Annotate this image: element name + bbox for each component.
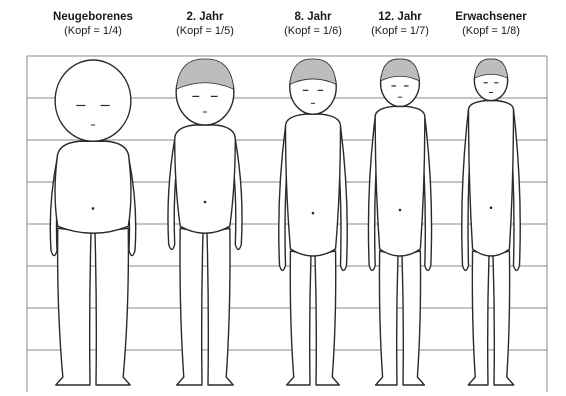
right-leg (493, 251, 514, 385)
navel (92, 207, 95, 210)
torso (286, 114, 341, 256)
navel (399, 209, 402, 212)
figure-newborn (50, 60, 135, 385)
navel (312, 212, 315, 215)
navel (204, 201, 207, 204)
figure-age-12 (368, 59, 431, 385)
left-leg (56, 228, 91, 385)
torso (175, 125, 236, 233)
figure-age-2 (168, 59, 242, 385)
figure-adult (462, 59, 520, 385)
torso (469, 101, 514, 256)
right-leg (207, 228, 233, 385)
left-leg (177, 228, 203, 385)
right-leg (95, 228, 130, 385)
left-leg (287, 251, 311, 385)
navel (490, 206, 493, 209)
right-leg (315, 251, 339, 385)
left-leg (376, 251, 398, 385)
right-leg (402, 251, 424, 385)
torso (375, 106, 425, 256)
left-leg (468, 251, 489, 385)
torso (55, 141, 131, 233)
figure-age-8 (279, 59, 347, 385)
head (55, 60, 131, 141)
body-figures (50, 59, 520, 385)
